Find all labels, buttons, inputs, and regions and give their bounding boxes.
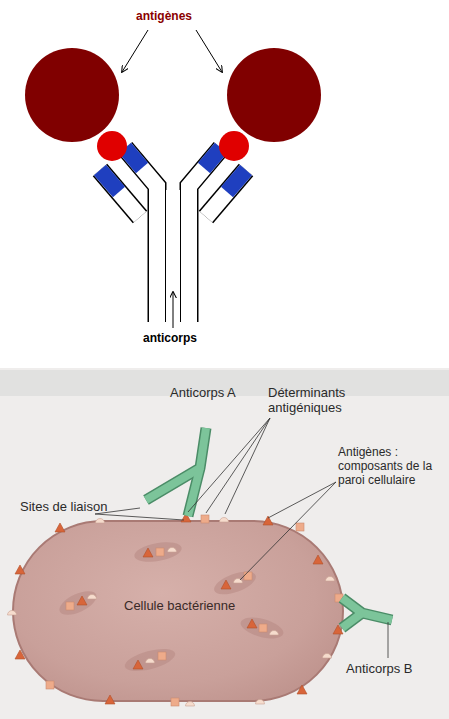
binding-sites-label: Sites de liaison [20,500,107,515]
antibody-a-symbol [146,428,206,516]
antibody-b-label: Anticorps B [346,662,412,677]
leader-arrow [196,30,222,72]
antigen-circle [25,48,119,142]
leader-arrow [173,292,174,328]
epitope-circle [219,131,249,161]
cell-wall-antigens-label: Antigènes : composants de la paroi cellu… [338,446,449,487]
epitope-circle [97,131,127,161]
determinants-label: Déterminants antigéniques [268,386,368,416]
antibody-b-symbol [342,598,392,628]
photo-background [0,368,449,719]
node-text: Cellule bactérienne [124,598,235,613]
antigen-label: antigènes [136,10,192,24]
antibody-a-label: Anticorps A [170,386,236,401]
antibody-label: anticorps [143,332,197,346]
antigen-circle [227,48,321,142]
leader-arrow [122,30,148,72]
